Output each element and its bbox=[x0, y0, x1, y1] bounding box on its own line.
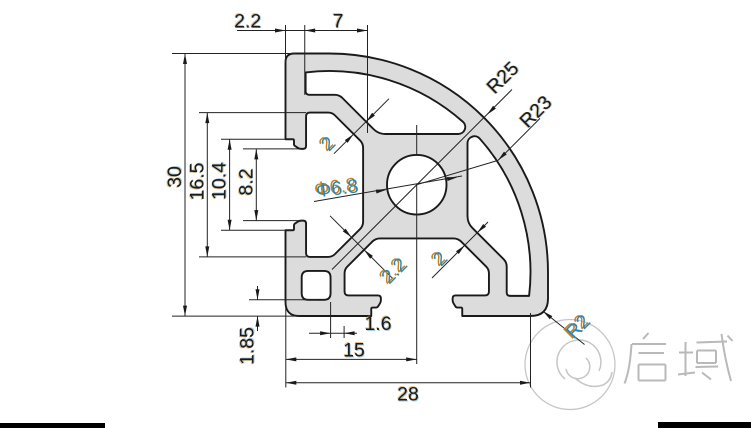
svg-text:28: 28 bbox=[397, 384, 419, 406]
svg-text:15: 15 bbox=[344, 340, 366, 362]
svg-text:30: 30 bbox=[164, 166, 186, 188]
svg-text:8.2: 8.2 bbox=[236, 168, 258, 195]
svg-text:8.2: 8.2 bbox=[235, 168, 257, 195]
svg-text:15: 15 bbox=[342, 339, 364, 361]
svg-text:10.4: 10.4 bbox=[209, 162, 231, 200]
svg-text:1.85: 1.85 bbox=[237, 327, 259, 365]
svg-text:1.85: 1.85 bbox=[237, 326, 259, 364]
svg-text:Φ6.8: Φ6.8 bbox=[313, 174, 358, 201]
svg-text:1.85: 1.85 bbox=[236, 328, 258, 366]
svg-text:Φ6.8: Φ6.8 bbox=[315, 175, 360, 202]
svg-text:8.2: 8.2 bbox=[235, 169, 257, 196]
svg-text:7: 7 bbox=[333, 10, 344, 32]
svg-text:10.4: 10.4 bbox=[208, 163, 230, 201]
svg-text:28: 28 bbox=[398, 384, 420, 406]
svg-text:16.5: 16.5 bbox=[186, 162, 208, 200]
svg-text:16.5: 16.5 bbox=[187, 162, 209, 200]
svg-text:30: 30 bbox=[163, 167, 185, 189]
svg-text:2.2: 2.2 bbox=[235, 11, 262, 33]
svg-text:28: 28 bbox=[396, 383, 418, 405]
svg-text:30: 30 bbox=[165, 165, 187, 187]
svg-text:16.5: 16.5 bbox=[186, 163, 208, 201]
svg-text:1.6: 1.6 bbox=[365, 314, 392, 336]
svg-text:7: 7 bbox=[332, 10, 343, 32]
svg-text:15: 15 bbox=[343, 340, 365, 362]
svg-text:2.2: 2.2 bbox=[233, 10, 260, 32]
svg-text:7: 7 bbox=[333, 11, 344, 33]
svg-text:1.6: 1.6 bbox=[364, 313, 391, 335]
svg-text:10.4: 10.4 bbox=[209, 161, 231, 199]
svg-text:1.6: 1.6 bbox=[364, 312, 391, 334]
svg-text:2.2: 2.2 bbox=[234, 10, 261, 32]
